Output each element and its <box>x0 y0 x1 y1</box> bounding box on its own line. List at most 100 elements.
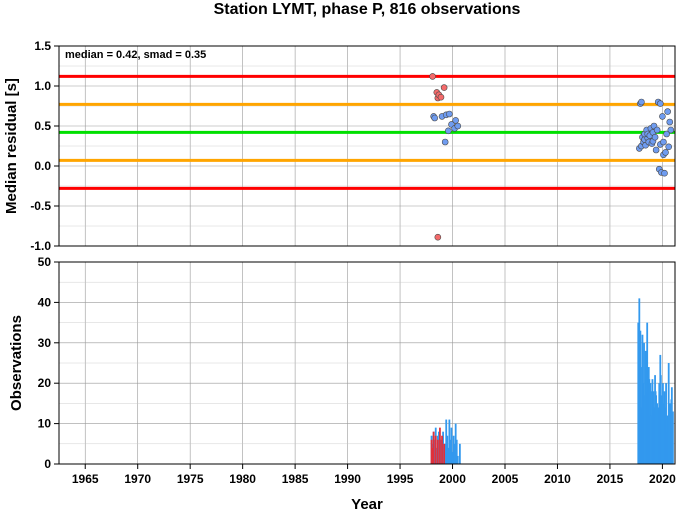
residual-point <box>446 110 453 118</box>
residual-point <box>445 127 452 135</box>
x-tick-label: 2010 <box>544 472 571 486</box>
observation-bar <box>447 447 450 464</box>
observation-bar <box>454 423 457 464</box>
observation-bar <box>455 439 458 464</box>
x-tick-label: 1985 <box>282 472 309 486</box>
residual-point <box>454 122 462 130</box>
x-tick-label: 1970 <box>124 472 151 486</box>
residual-point <box>660 138 667 146</box>
bottom-panel-frame <box>58 261 676 465</box>
observation-bar <box>430 439 433 464</box>
observation-bar <box>670 387 673 464</box>
observation-bar <box>437 431 440 464</box>
observation-bar <box>450 427 453 464</box>
bottom-y-axis-label: Observations <box>8 315 25 411</box>
observation-bar <box>643 395 646 464</box>
observation-bar <box>658 383 661 464</box>
bottom-panel-grid <box>59 261 675 465</box>
observation-bar <box>443 443 446 464</box>
bottom-y-tick-label: 30 <box>38 336 52 350</box>
observation-bar <box>456 455 459 464</box>
bottom-y-tick-label: 0 <box>44 457 51 471</box>
x-tick-label: 2020 <box>649 472 676 486</box>
observation-bar <box>646 391 649 464</box>
residual-point <box>657 100 664 107</box>
residual-point <box>638 98 645 106</box>
observation-bar <box>637 322 640 464</box>
observation-bar <box>665 383 667 464</box>
observation-bar <box>432 431 435 464</box>
residual-point <box>664 108 671 115</box>
residual-point <box>651 133 659 141</box>
observation-bar <box>659 375 662 464</box>
x-tick-label: 1975 <box>177 472 204 486</box>
x-tick-label: 1965 <box>72 472 99 486</box>
residual-point <box>663 130 670 138</box>
residual-point <box>431 114 438 122</box>
top-y-axis-label: Median residual [s] <box>3 78 20 214</box>
bottom-y-ticks: 0 10 20 30 40 50 <box>38 255 59 471</box>
chart-title: Station LYMT, phase P, 816 observations <box>214 1 521 18</box>
top-panel-frame <box>58 45 676 247</box>
residual-point <box>652 146 660 154</box>
residual-points <box>429 73 675 241</box>
residual-point <box>661 169 668 177</box>
top-y-tick-label: 1.0 <box>34 79 51 93</box>
residual-point <box>429 73 436 80</box>
x-axis-label: Year <box>351 496 383 511</box>
observation-bar <box>668 403 671 464</box>
top-y-tick-label: 1.5 <box>34 39 51 53</box>
x-tick-label: 1995 <box>387 472 414 486</box>
observation-bar <box>439 427 441 464</box>
observation-bar <box>433 439 436 464</box>
bottom-y-tick-label: 20 <box>38 376 52 390</box>
observation-bar <box>452 435 455 464</box>
x-tick-label: 1990 <box>334 472 361 486</box>
residual-point <box>666 118 674 126</box>
top-y-ticks: -1.0 -0.5 0.0 0.5 1.0 1.5 <box>30 39 59 253</box>
x-tick-label: 2000 <box>439 472 466 486</box>
residual-point <box>434 233 442 241</box>
observation-bar <box>667 363 670 464</box>
observation-bar <box>436 439 439 464</box>
residual-point <box>437 93 445 101</box>
observation-bar <box>435 447 438 464</box>
observation-bar <box>442 431 444 464</box>
x-tick-label: 2015 <box>597 472 624 486</box>
residual-point <box>667 126 675 134</box>
observation-bar <box>639 330 642 464</box>
x-tick-label: 1980 <box>229 472 256 486</box>
residual-point <box>653 126 661 134</box>
observation-bar <box>446 435 449 464</box>
observation-bar <box>451 451 454 464</box>
observation-bar <box>445 419 448 464</box>
residual-point <box>452 117 459 124</box>
top-y-tick-label: 0.0 <box>34 159 51 173</box>
observation-bar <box>440 439 442 464</box>
residual-point <box>441 138 449 146</box>
top-y-tick-label: -1.0 <box>30 239 51 253</box>
observation-bar <box>441 435 443 464</box>
observation-bar <box>444 443 447 464</box>
x-tick-label: 2005 <box>492 472 519 486</box>
observation-bar <box>458 443 461 464</box>
observation-bar <box>449 439 452 464</box>
observation-bar <box>649 415 652 464</box>
observation-bar <box>434 435 437 464</box>
bottom-y-tick-label: 10 <box>38 417 52 431</box>
observation-bars <box>430 298 674 464</box>
residual-point <box>440 84 448 91</box>
residual-point <box>659 113 666 120</box>
observation-bar <box>655 395 658 464</box>
residual-point <box>665 143 673 151</box>
observation-bar <box>641 334 644 464</box>
top-y-tick-label: 0.5 <box>34 119 51 133</box>
bottom-y-tick-label: 50 <box>38 255 52 269</box>
observation-bar <box>453 443 456 464</box>
bottom-y-tick-label: 40 <box>38 295 52 309</box>
median-annotation: median = 0.42, smad = 0.35 <box>65 49 206 61</box>
x-ticks: 1965 1970 1975 1980 1985 1990 1995 2000 2005 2010… <box>72 464 676 486</box>
top-y-tick-label: -0.5 <box>30 199 51 213</box>
observation-bar <box>448 419 451 464</box>
